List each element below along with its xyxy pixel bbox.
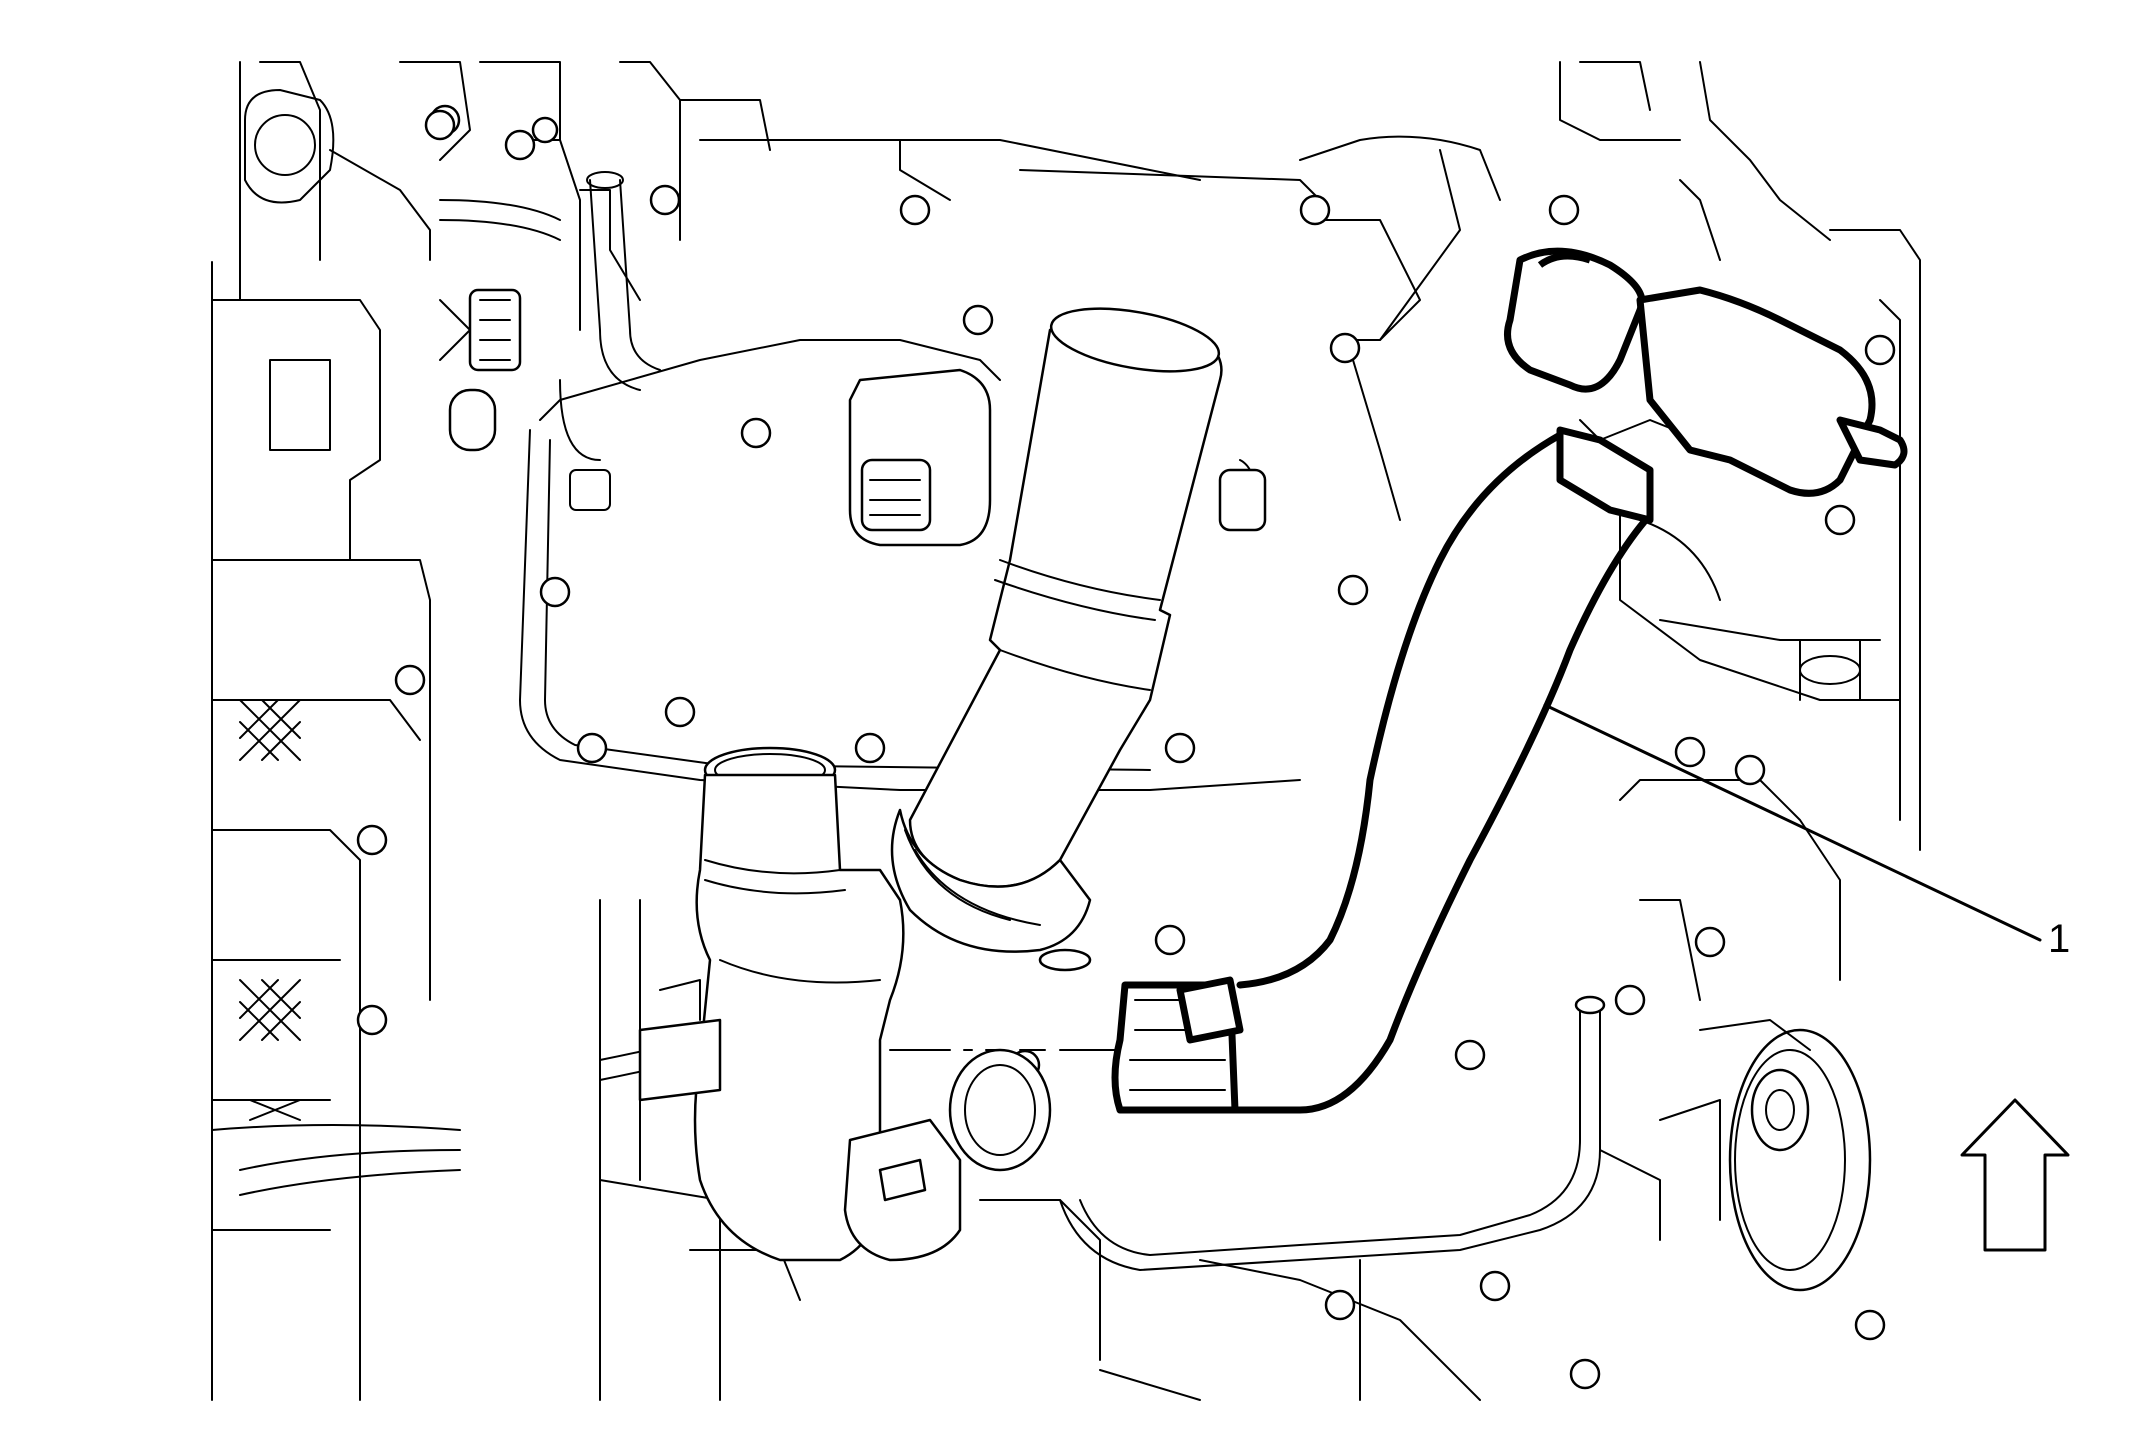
thermostat-housing	[638, 746, 1052, 1262]
callout-1-number: 1	[2048, 917, 2070, 961]
sensor-module	[848, 368, 1267, 547]
callout-1: 1	[1543, 703, 2070, 961]
intake-tube	[890, 307, 1223, 972]
arrow-up-icon	[1960, 1098, 2070, 1252]
bolts	[356, 109, 1896, 1390]
coolant-hose-highlighted	[889, 247, 1908, 1114]
